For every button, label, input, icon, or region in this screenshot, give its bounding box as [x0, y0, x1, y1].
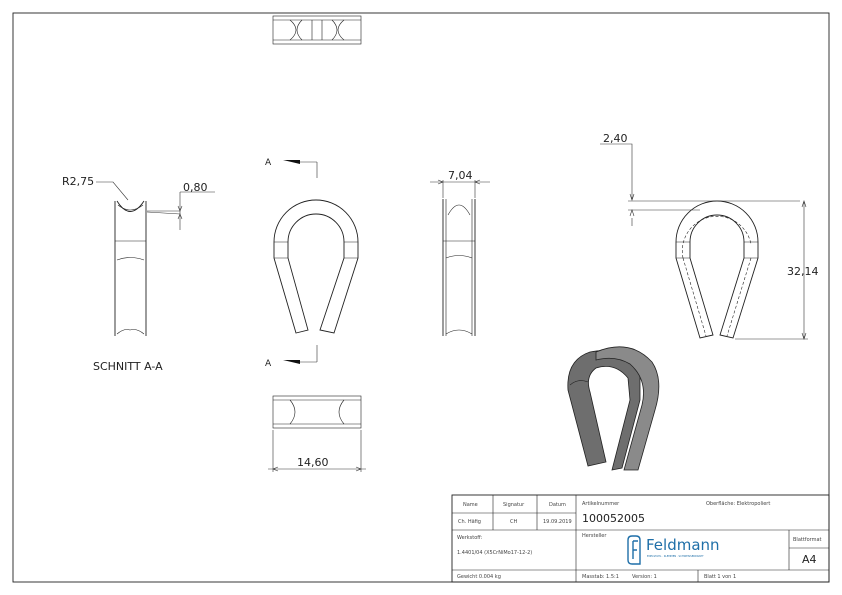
side-view — [430, 179, 490, 336]
logo-tagline: EDELSTAHL · KLEMMEN · SCHWEISSERDRAHT — [647, 555, 704, 558]
section-label: SCHNITT A-A — [93, 360, 163, 373]
side-width-dimension: 7,04 — [448, 169, 473, 182]
front-view — [273, 160, 359, 364]
feldmann-logo-icon — [627, 535, 641, 565]
article-label: Artikelnummer — [582, 501, 620, 507]
value-signature: CH — [510, 519, 518, 525]
value-name: Ch. Häfig — [458, 519, 481, 525]
top-offset-dimension: 2,40 — [603, 132, 628, 145]
detail-view — [600, 143, 808, 340]
header-date: Datum — [549, 502, 566, 508]
drawing-frame — [12, 12, 830, 583]
height-dimension: 32,14 — [787, 265, 819, 278]
material-label: Werkstoff: — [457, 535, 483, 541]
weight: Gewicht 0.004 kg — [457, 574, 501, 580]
format-label: Blattformat — [793, 537, 822, 543]
bottom-width-dimension: 14,60 — [297, 456, 329, 469]
surface: Oberfläche: Elektropoliert — [706, 501, 771, 507]
section-marker-bottom: A — [265, 359, 272, 369]
header-signature: Signatur — [503, 502, 525, 508]
version: Version: 1 — [632, 574, 657, 580]
sheet-format: A4 — [802, 553, 817, 566]
top-view — [272, 15, 362, 45]
radius-dimension: R2,75 — [62, 175, 94, 188]
material: 1.4401/04 (X5CrNiMo17-12-2) — [457, 550, 533, 556]
groove-depth-dimension: 0,80 — [183, 181, 208, 194]
bottom-view — [268, 395, 366, 472]
section-marker-top: A — [265, 158, 272, 168]
article-number: 100052005 — [582, 512, 645, 525]
title-block — [451, 494, 830, 583]
section-view — [96, 181, 215, 336]
manufacturer-label: Hersteller — [582, 533, 607, 539]
logo-text: Feldmann — [646, 536, 720, 554]
sheet-number: Blatt 1 von 1 — [704, 574, 737, 580]
scale: Masstab: 1.5:1 — [582, 574, 619, 580]
thimble-3d-render — [567, 346, 660, 471]
value-date: 19.09.2019 — [543, 519, 572, 525]
header-name: Name — [463, 502, 478, 508]
